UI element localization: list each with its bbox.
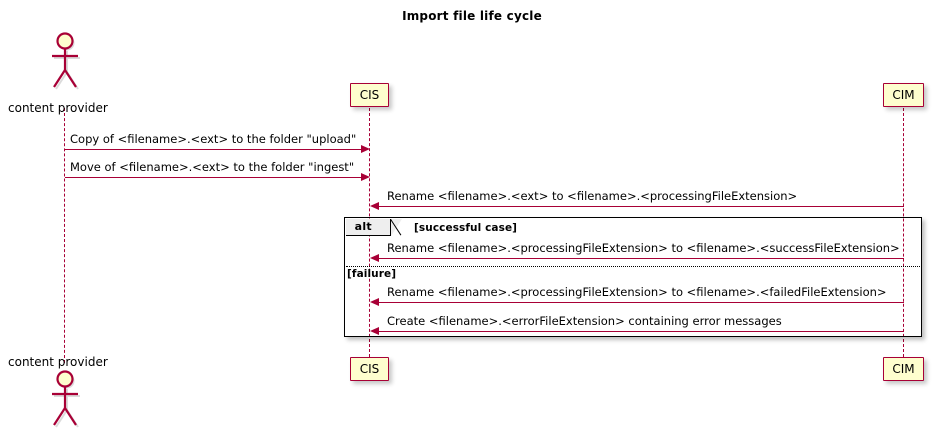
actor-label-bottom: content provider bbox=[8, 355, 108, 369]
actor-content-provider-top[interactable] bbox=[45, 32, 85, 90]
actor-content-provider-bottom[interactable] bbox=[45, 370, 85, 428]
message-arrowhead-4 bbox=[370, 254, 379, 262]
participant-label-cim-bottom: CIM bbox=[892, 362, 915, 376]
alt-fragment-guard-primary: [successful case] bbox=[414, 222, 518, 234]
lifeline-content-provider bbox=[64, 108, 65, 363]
actor-figure-icon bbox=[52, 370, 80, 428]
message-line-3 bbox=[379, 206, 904, 207]
participant-label-cis-top: CIS bbox=[359, 88, 380, 102]
message-arrowhead-5 bbox=[370, 298, 379, 306]
participant-box-cis-top[interactable]: CIS bbox=[350, 83, 389, 107]
message-line-2 bbox=[65, 177, 362, 178]
message-label-2: Move of <filename>.<ext> to the folder "… bbox=[70, 160, 355, 174]
participant-label-cim-top: CIM bbox=[892, 88, 915, 102]
message-label-5: Rename <filename>.<processingFileExtensi… bbox=[387, 285, 887, 299]
message-line-1 bbox=[65, 149, 362, 150]
message-label-4: Rename <filename>.<processingFileExtensi… bbox=[387, 241, 900, 255]
message-line-4 bbox=[379, 258, 904, 259]
actor-figure-icon bbox=[52, 32, 80, 90]
alt-fragment-tab-notch bbox=[390, 218, 402, 236]
participant-box-cim-bottom[interactable]: CIM bbox=[883, 357, 924, 381]
participant-label-cis-bottom: CIS bbox=[359, 362, 380, 376]
alt-fragment-divider bbox=[345, 266, 921, 267]
message-arrowhead-1 bbox=[361, 145, 370, 153]
diagram-title: Import file life cycle bbox=[402, 9, 542, 23]
message-label-3: Rename <filename>.<ext> to <filename>.<p… bbox=[387, 189, 798, 203]
message-line-6 bbox=[379, 331, 904, 332]
lifeline-cim bbox=[903, 108, 904, 357]
participant-box-cis-bottom[interactable]: CIS bbox=[350, 357, 389, 381]
alt-fragment-guard-alternative: [failure] bbox=[347, 268, 397, 280]
message-arrowhead-2 bbox=[361, 173, 370, 181]
message-label-1: Copy of <filename>.<ext> to the folder "… bbox=[70, 132, 357, 146]
participant-box-cim-top[interactable]: CIM bbox=[883, 83, 924, 107]
message-arrowhead-3 bbox=[370, 202, 379, 210]
message-line-5 bbox=[379, 302, 904, 303]
message-arrowhead-6 bbox=[370, 327, 379, 335]
message-label-6: Create <filename>.<errorFileExtension> c… bbox=[387, 314, 782, 328]
alt-fragment-operator-label: alt bbox=[354, 219, 372, 233]
actor-label-top: content provider bbox=[8, 101, 108, 115]
alt-fragment-frame bbox=[344, 217, 922, 337]
alt-fragment-operator-tab: alt bbox=[345, 218, 391, 236]
